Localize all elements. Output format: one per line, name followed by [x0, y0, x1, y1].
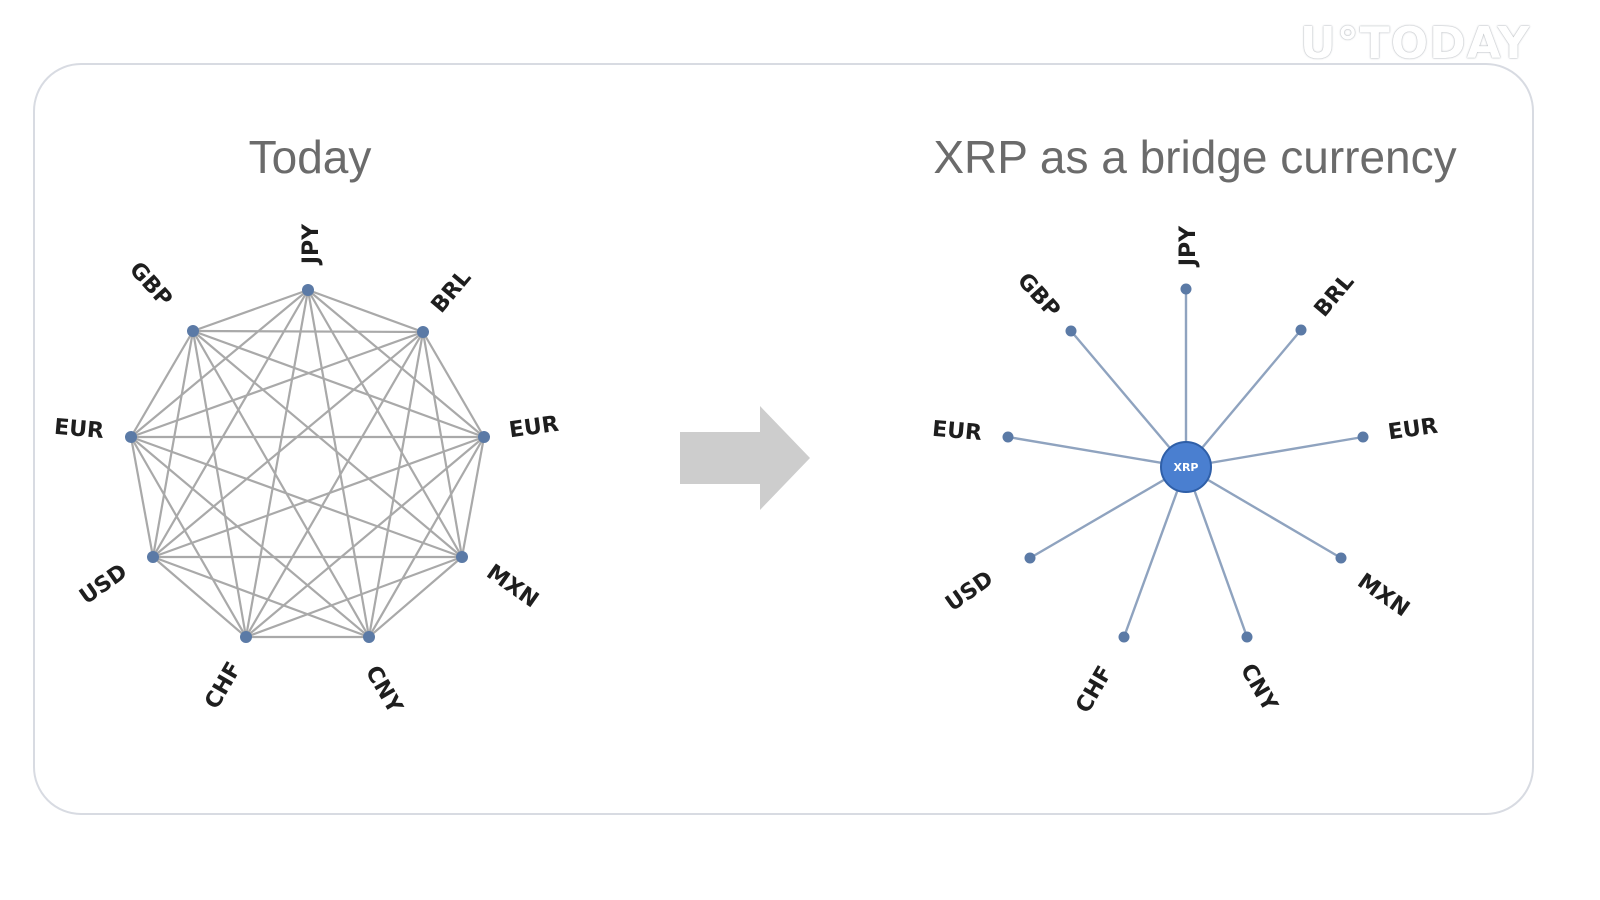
hub-node	[1065, 325, 1077, 337]
mesh-node-label: CNY	[360, 662, 407, 719]
mesh-node	[240, 631, 252, 643]
mesh-edge	[368, 556, 463, 638]
hub-node-label: EUR	[1387, 414, 1440, 446]
hub-node-label: CHF	[1071, 662, 1117, 717]
transition-arrow	[680, 406, 810, 510]
mesh-edge	[460, 436, 486, 558]
mesh-edge	[152, 289, 309, 558]
mesh-node-label: EUR	[508, 412, 561, 444]
mesh-edge	[421, 331, 464, 558]
hub-node	[1357, 431, 1369, 443]
hub-spoke	[1122, 466, 1188, 638]
hub-node	[1024, 552, 1036, 564]
mesh-nodes	[125, 284, 490, 643]
mesh-edge	[245, 331, 424, 638]
hub-spoke	[1185, 435, 1364, 469]
hub-node-label: EUR	[931, 417, 983, 446]
hub-node-label: USD	[941, 566, 998, 616]
xrp-hub-node	[1160, 441, 1212, 493]
mesh-node	[417, 326, 429, 338]
mesh-node-label: BRL	[427, 265, 477, 318]
mesh-node-label: EUR	[53, 415, 105, 444]
hub-node	[1180, 283, 1192, 295]
mesh-edge	[152, 555, 370, 639]
mesh-node	[363, 631, 375, 643]
mesh-edge	[192, 329, 424, 334]
mesh-edge	[152, 435, 485, 559]
hub-edges	[1007, 289, 1364, 638]
mesh-edge	[130, 436, 247, 638]
mesh-edge	[192, 330, 463, 558]
mesh-edge	[192, 330, 370, 638]
hub-node-label: GBP	[1012, 268, 1065, 323]
mesh-node	[187, 325, 199, 337]
mesh-node	[125, 431, 137, 443]
hub-node	[1241, 631, 1253, 643]
mesh-edge	[130, 435, 463, 559]
mesh-edges	[129, 288, 486, 639]
mesh-edge	[307, 289, 463, 558]
hub-spoke	[1185, 329, 1302, 468]
mesh-edge	[192, 288, 309, 333]
mesh-node-label: GBP	[124, 257, 177, 312]
mesh-edge	[191, 330, 248, 638]
mesh-edge	[192, 329, 485, 439]
mesh-edge	[307, 288, 424, 334]
xrp-hub: XRP	[1160, 441, 1212, 493]
hub-node-label: JPY	[1176, 225, 1201, 268]
mesh-edge	[245, 555, 463, 639]
mesh-edge	[422, 331, 485, 438]
mesh-edge	[130, 289, 309, 438]
hub-spoke	[1185, 465, 1342, 560]
mesh-node	[478, 431, 490, 443]
mesh-edge	[368, 436, 485, 638]
hub-spoke	[1070, 330, 1187, 468]
mesh-edge	[367, 331, 425, 638]
hub-node	[1295, 324, 1307, 336]
mesh-edge	[307, 289, 485, 438]
mesh-edge	[306, 289, 371, 638]
left-panel-title: Today	[248, 131, 372, 183]
mesh-edge	[245, 436, 485, 638]
mesh-node	[302, 284, 314, 296]
mesh-edge	[130, 330, 194, 438]
hub-node-label: CNY	[1235, 660, 1282, 717]
mesh-node	[456, 551, 468, 563]
utoday-watermark: U°TODAY	[1300, 18, 1531, 69]
mesh-node-label: JPY	[299, 223, 324, 266]
mesh-edge	[130, 436, 370, 638]
mesh-edge	[129, 436, 155, 558]
hub-node	[1002, 431, 1014, 443]
mesh-edge	[244, 289, 310, 638]
mesh-node	[147, 551, 159, 563]
mesh-edge	[151, 330, 195, 558]
mesh-node-label: USD	[75, 559, 132, 609]
hub-spoke	[1007, 435, 1187, 469]
mesh-node-label: CHF	[200, 658, 246, 713]
right-panel-title: XRP as a bridge currency	[933, 131, 1457, 183]
hub-spoke	[1029, 465, 1187, 560]
hub-node	[1335, 552, 1347, 564]
hub-spoke	[1184, 466, 1249, 638]
mesh-edge	[130, 330, 424, 439]
mesh-edge	[152, 331, 424, 558]
hub-node-label: BRL	[1310, 269, 1360, 322]
hub-nodes	[1002, 283, 1369, 643]
xrp-hub-label: XRP	[1173, 461, 1198, 474]
mesh-node-label: MXN	[482, 560, 543, 613]
hub-node	[1118, 631, 1130, 643]
mesh-edge	[152, 556, 247, 638]
hub-node-label: MXN	[1353, 569, 1414, 622]
